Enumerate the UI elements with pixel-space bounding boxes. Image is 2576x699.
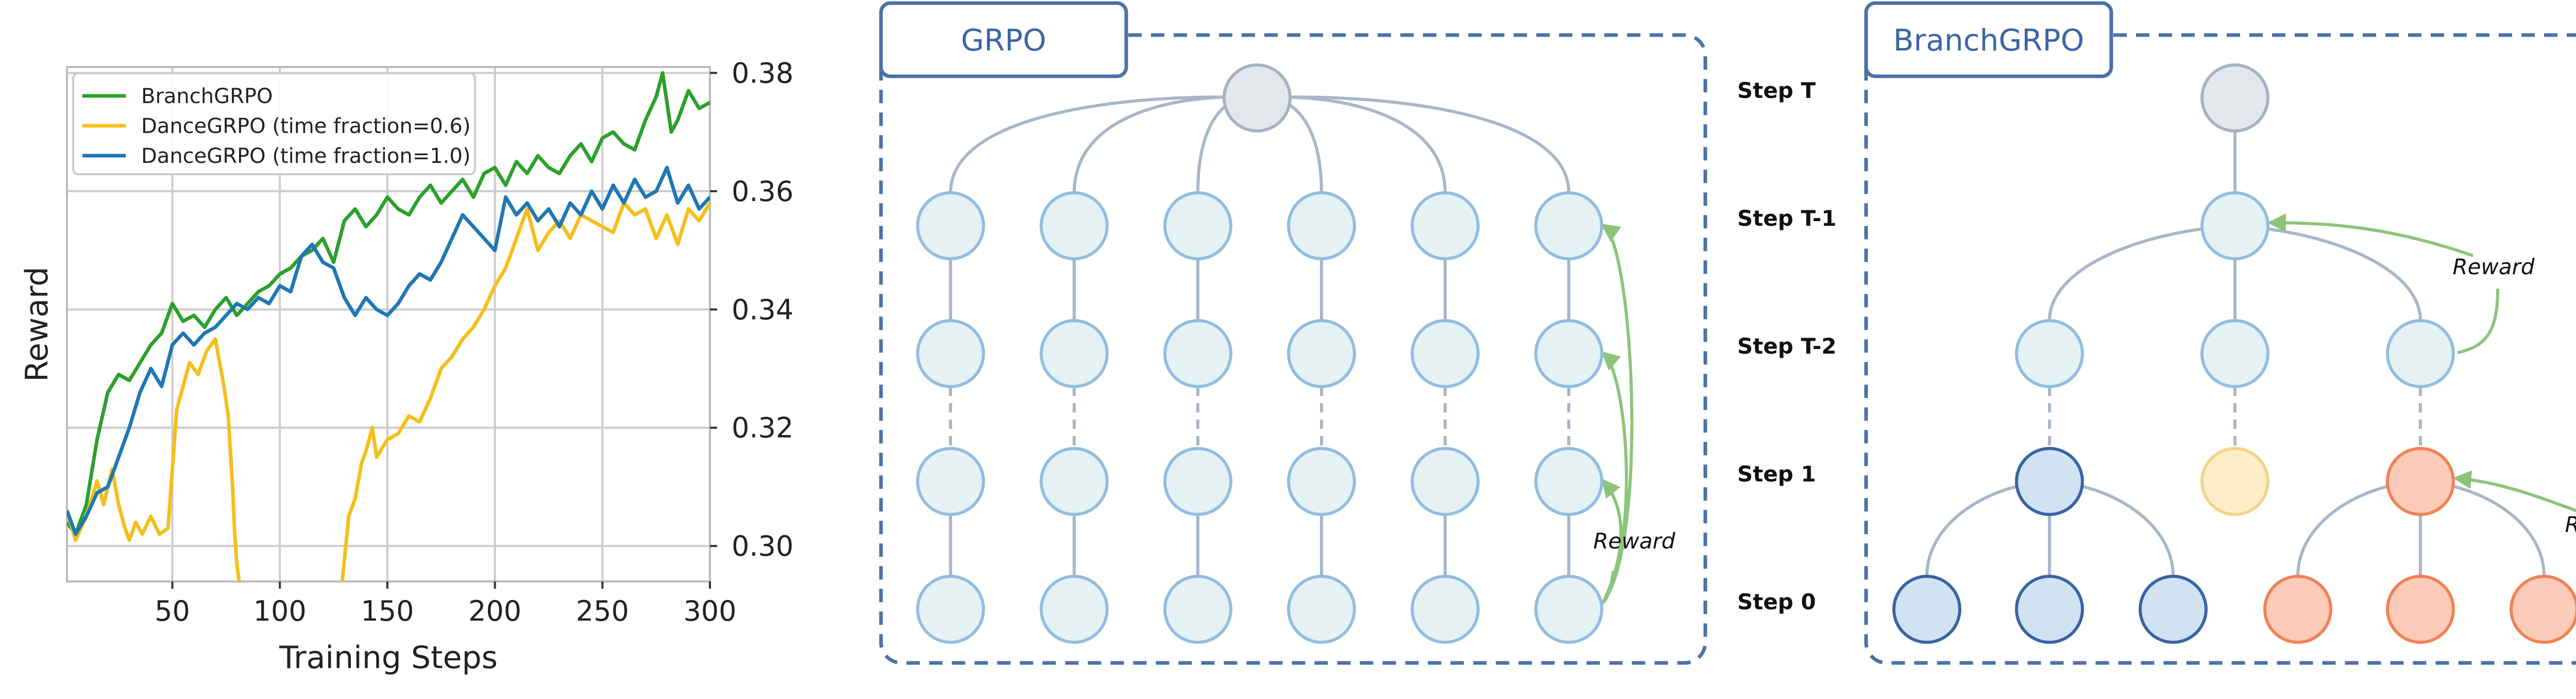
grpo-node (1534, 575, 1603, 644)
grpo-node (1411, 191, 1480, 260)
reward-chart: 50 100 150 200 250 300 0.30 0.32 0.34 0.36 0.38 T… (19, 57, 793, 676)
legend-box (72, 72, 476, 175)
x-tick-label: 250 (576, 595, 629, 627)
branch-leaf-blue (2015, 575, 2084, 644)
step-label-0: Step 0 (1737, 589, 1816, 614)
branchgrpo-reward-label-upper: Reward (2452, 254, 2534, 279)
x-tick-label: 200 (468, 595, 521, 627)
grpo-node (1287, 447, 1356, 516)
legend-entry: BranchGRPO (141, 85, 273, 108)
branch-reward-curve-upper (2457, 288, 2499, 354)
branchgrpo-title-box (1864, 1, 2113, 78)
branch-node (2386, 319, 2455, 388)
branch-node-blue (2015, 447, 2084, 516)
y-axis-label: Reward (19, 267, 55, 381)
branchgrpo-reward-arrows (2267, 213, 2576, 512)
grpo-reward-label: Reward (1593, 528, 1675, 554)
branch-edge (2048, 224, 2235, 321)
branchgrpo-nodes (1892, 63, 2576, 644)
chart-legend: BranchGRPO DanceGRPO (time fraction=0.6) D… (72, 72, 476, 175)
branch-leaf-orange (2263, 575, 2332, 644)
grpo-node (1534, 191, 1603, 260)
grpo-node (1163, 191, 1232, 260)
grpo-root-node (1223, 63, 1292, 132)
branch-node-orange (2386, 447, 2455, 516)
branchgrpo-title: BranchGRPO (1893, 23, 2084, 58)
grpo-node (1040, 191, 1109, 260)
grpo-node (1163, 447, 1232, 516)
branch-node (2200, 191, 2269, 260)
grpo-node (1534, 447, 1603, 516)
x-tick-label: 150 (361, 595, 414, 627)
grpo-node (1411, 319, 1480, 388)
grpo-node (916, 319, 985, 388)
x-axis-label: Training Steps (279, 640, 498, 676)
grpo-title: GRPO (961, 23, 1046, 58)
branch-root-node (2200, 63, 2269, 132)
series-line-2 (67, 165, 710, 536)
branch-leaf-orange (2386, 575, 2455, 644)
grpo-dashed-box (879, 33, 1707, 665)
grpo-edges (949, 95, 1570, 576)
grpo-node (1163, 319, 1232, 388)
grpo-node (916, 575, 985, 644)
grpo-title-box (879, 1, 1128, 78)
x-tick-label: 100 (253, 595, 307, 627)
grpo-node (916, 191, 985, 260)
chart-series (67, 71, 710, 581)
grpo-reward-arrow (1601, 351, 1628, 603)
legend-entry: DanceGRPO (time fraction=0.6) (141, 114, 470, 138)
x-tick-label: 50 (155, 595, 190, 627)
branch-reward-arrow-upper (2267, 213, 2473, 257)
grpo-node (1411, 447, 1480, 516)
x-tick-label: 300 (683, 595, 736, 627)
series-line-1 (67, 337, 241, 581)
x-ticks: 50 100 150 200 250 300 (155, 581, 737, 627)
step-label-t-minus-1: Step T-1 (1737, 206, 1837, 231)
branchgrpo-panel: BranchGRPO Reward Reward (1864, 1, 2576, 665)
grpo-node (1040, 575, 1109, 644)
legend-entry: DanceGRPO (time fraction=1.0) (141, 144, 470, 168)
step-label-t-minus-2: Step T-2 (1737, 334, 1837, 359)
y-tick-label: 0.36 (732, 175, 793, 208)
grpo-node (1287, 319, 1356, 388)
y-tick-label: 0.38 (732, 57, 793, 89)
grpo-node (1040, 447, 1109, 516)
y-ticks: 0.30 0.32 0.34 0.36 0.38 (710, 57, 793, 562)
branch-leaf-blue (1892, 575, 1961, 644)
plot-frame (66, 66, 711, 582)
grpo-node (1163, 575, 1232, 644)
branch-node (2200, 319, 2269, 388)
y-tick-label: 0.34 (732, 293, 793, 326)
grpo-root-edge (1257, 95, 1570, 193)
grpo-panel: GRPO Reward (879, 1, 1707, 665)
y-tick-label: 0.30 (732, 530, 793, 562)
grpo-node (1287, 575, 1356, 644)
step-labels: Step T Step T-1 Step T-2 Step 1 Step 0 (1737, 78, 1837, 614)
step-label-1: Step 1 (1737, 461, 1816, 487)
branchgrpo-dashed-box (1864, 33, 2576, 665)
branch-leaf-blue (2139, 575, 2208, 644)
grpo-node (1287, 191, 1356, 260)
branch-leaf-orange (2510, 575, 2576, 644)
y-tick-label: 0.32 (732, 412, 793, 444)
grpo-reward-arrows (1597, 223, 1634, 608)
branch-node-yellow (2200, 447, 2269, 516)
series-line-0 (67, 71, 710, 536)
series-line-1 (340, 201, 710, 581)
grpo-node (916, 447, 985, 516)
branchgrpo-reward-label-lower: Reward (2565, 512, 2576, 537)
grpo-node (1411, 575, 1480, 644)
branch-reward-arrow-lower (2452, 470, 2576, 512)
grpo-nodes (916, 63, 1603, 644)
grpo-node (1534, 319, 1603, 388)
branch-node (2015, 319, 2084, 388)
grpo-root-edge (949, 95, 1258, 193)
step-label-t: Step T (1737, 78, 1816, 103)
grpo-node (1040, 319, 1109, 388)
branchgrpo-edges (1925, 131, 2546, 577)
